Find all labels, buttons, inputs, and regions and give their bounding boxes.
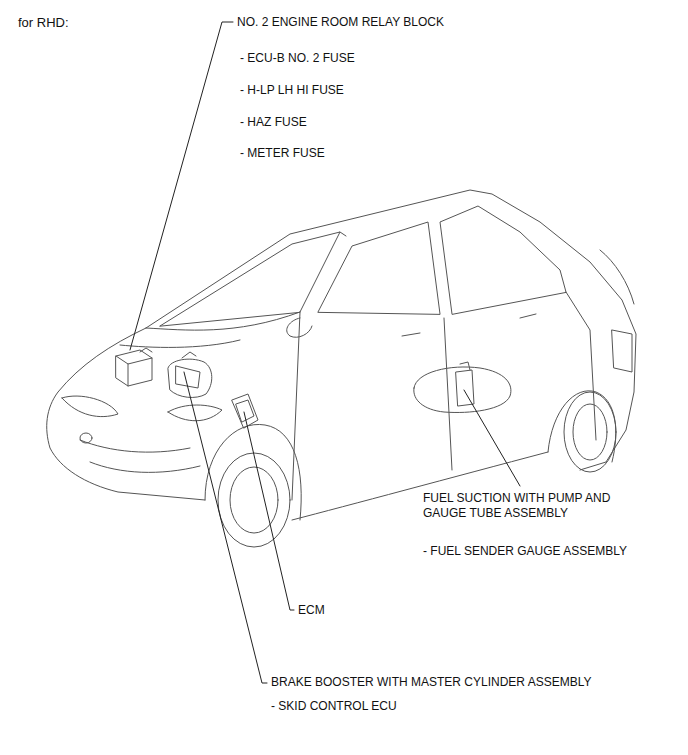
part-name: FUEL SUCTION WITH PUMP AND GAUGE TUBE AS… — [423, 491, 628, 521]
sub-part-name: - ECU-B NO. 2 FUSE — [240, 51, 355, 66]
sub-part-name: - HAZ FUSE — [240, 115, 307, 130]
sub-part-name: - METER FUSE — [240, 146, 325, 161]
diagram-title: for RHD: — [18, 15, 69, 30]
part-name: BRAKE BOOSTER WITH MASTER CYLINDER ASSEM… — [271, 675, 592, 690]
part-name: ECM — [298, 603, 325, 618]
sub-part-name: - H-LP LH HI FUSE — [240, 83, 344, 98]
part-name: NO. 2 ENGINE ROOM RELAY BLOCK — [237, 15, 444, 30]
sub-part-name: - SKID CONTROL ECU — [271, 699, 397, 714]
sub-part-name: - FUEL SENDER GAUGE ASSEMBLY — [423, 544, 627, 559]
